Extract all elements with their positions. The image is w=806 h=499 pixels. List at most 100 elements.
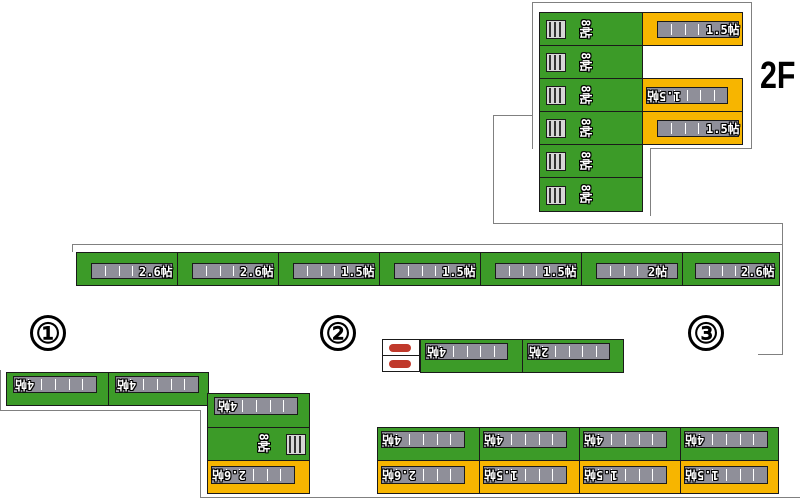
shelf-divider: [637, 266, 638, 276]
shelf-divider: [542, 346, 543, 357]
shelf-divider: [498, 434, 499, 445]
unit-label: 1.5帖: [442, 265, 476, 279]
shelf-strip: [381, 431, 465, 448]
outline-line: [200, 497, 800, 498]
unit-label: 8帖: [578, 118, 593, 138]
floor-label: 2F: [760, 55, 796, 97]
unit-label: 8帖: [578, 151, 593, 171]
unit-2f-3[interactable]: 8帖: [539, 78, 643, 112]
unit-2f-5[interactable]: 8帖: [539, 144, 643, 178]
section1-unit-2[interactable]: 4帖: [108, 372, 209, 406]
unit-label: 1.5帖: [484, 468, 518, 482]
shelf-divider: [494, 346, 495, 357]
shelf-strip: [583, 431, 667, 448]
shelf-divider: [226, 469, 227, 481]
unit-label: 8帖: [578, 19, 593, 39]
unit-2f-6[interactable]: 8帖: [539, 177, 643, 212]
shelf-divider: [685, 123, 686, 134]
unit-label: 8帖: [256, 433, 271, 453]
unit-2f-side-1[interactable]: 1.5帖: [642, 12, 743, 46]
shelf-divider: [598, 434, 599, 445]
shelf-divider: [220, 266, 221, 276]
shelf-divider: [69, 379, 70, 390]
shelf-divider: [660, 90, 661, 101]
section3-lower-unit-4[interactable]: 1.5帖: [680, 460, 779, 494]
unit-2f-4[interactable]: 8帖: [539, 111, 643, 145]
shelf-divider: [539, 434, 540, 445]
shelf-strip: [646, 87, 728, 104]
section3-lower-unit-2[interactable]: 1.5帖: [479, 460, 580, 494]
door-icon: [546, 53, 566, 72]
row-top-unit-1[interactable]: 2.6帖: [76, 252, 178, 286]
section3-upper-unit-4[interactable]: 4帖: [680, 427, 779, 461]
shelf-divider: [525, 469, 526, 481]
shelf-divider: [652, 434, 653, 445]
shelf-divider: [242, 400, 243, 412]
shelf-divider: [539, 469, 540, 481]
section1-unit-4[interactable]: 2.6帖: [207, 460, 310, 494]
shelf-divider: [270, 400, 271, 412]
section3-upper-unit-1[interactable]: 4帖: [377, 427, 480, 461]
outline-line: [0, 410, 200, 411]
unit-label: 1.5帖: [584, 468, 618, 482]
shelf-divider: [761, 266, 762, 276]
shelf-strip: [483, 431, 567, 448]
section3-lower-unit-1[interactable]: 2.6帖: [377, 460, 480, 494]
shelf-divider: [511, 434, 512, 445]
shelf-strip: [483, 466, 567, 484]
outline-line: [650, 148, 751, 149]
section1-unit-1[interactable]: 4帖: [6, 372, 109, 406]
door-icon: [546, 119, 566, 138]
shelf-divider: [740, 434, 741, 445]
unit-label: 1.5帖: [543, 265, 577, 279]
unit-label: 4帖: [15, 378, 35, 392]
shelf-divider: [130, 379, 131, 390]
shelf-divider: [652, 469, 653, 481]
shelf-divider: [157, 379, 158, 390]
unit-label: 1.5帖: [685, 468, 719, 482]
row-top-unit-2[interactable]: 2.6帖: [177, 252, 279, 286]
floor-2f-outline: [532, 2, 752, 149]
section-marker-2: ②: [320, 315, 356, 351]
section3-upper-unit-2[interactable]: 4帖: [479, 427, 580, 461]
shelf-strip: [583, 466, 667, 484]
shelf-divider: [700, 90, 701, 101]
shelf-divider: [748, 266, 749, 276]
outline-line: [758, 354, 783, 355]
shelf-divider: [498, 469, 499, 481]
shelf-divider: [671, 123, 672, 134]
row-top-unit-6[interactable]: 2帖: [581, 252, 683, 286]
shelf-divider: [596, 346, 597, 357]
row-top-unit-3[interactable]: 1.5帖: [278, 252, 380, 286]
section3-lower-unit-3[interactable]: 1.5帖: [579, 460, 681, 494]
section1-unit-3[interactable]: 4帖: [207, 393, 310, 428]
shelf-divider: [722, 266, 723, 276]
shelf-divider: [624, 266, 625, 276]
unit-label: 2.6帖: [741, 265, 775, 279]
shelf-divider: [260, 266, 261, 276]
row-top-unit-5[interactable]: 1.5帖: [480, 252, 582, 286]
shelf-strip: [695, 263, 775, 279]
shelf-divider: [511, 469, 512, 481]
section3-upper-unit-3[interactable]: 4帖: [579, 427, 681, 461]
row-top-unit-7[interactable]: 2.6帖: [682, 252, 780, 286]
shelf-divider: [467, 346, 468, 357]
shelf-divider: [699, 469, 700, 481]
unit-2f-2[interactable]: 8帖: [539, 45, 643, 79]
shelf-divider: [569, 346, 570, 357]
shelf-divider: [159, 266, 160, 276]
unit-2f-1[interactable]: 8帖: [539, 12, 643, 46]
unit-2f-side-3[interactable]: 1.5帖: [642, 111, 743, 145]
section2-unit-2[interactable]: 2帖: [522, 339, 624, 373]
shelf-strip: [115, 376, 199, 393]
shelf-divider: [307, 266, 308, 276]
unit-label: 2.6帖: [212, 468, 246, 482]
unit-label: 4帖: [685, 433, 705, 447]
shelf-strip: [211, 466, 295, 484]
row-top-unit-4[interactable]: 1.5帖: [379, 252, 481, 286]
shelf-divider: [448, 266, 449, 276]
unit-2f-side-2[interactable]: 1.5帖: [642, 78, 743, 112]
section2-unit-1[interactable]: 4帖: [420, 339, 523, 373]
section1-room[interactable]: 8帖: [207, 427, 310, 461]
shelf-divider: [41, 379, 42, 390]
